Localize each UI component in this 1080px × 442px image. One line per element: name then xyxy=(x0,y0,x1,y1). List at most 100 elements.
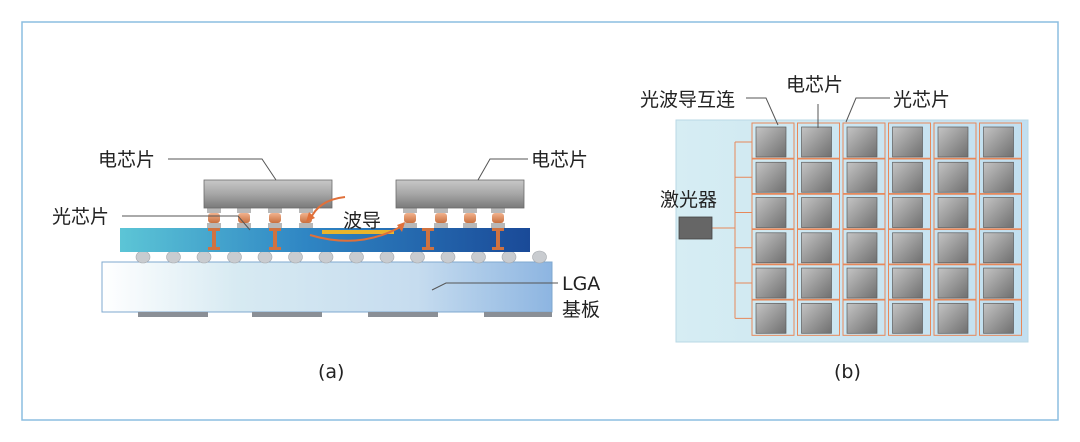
solder-ball xyxy=(471,250,486,264)
trace-loop xyxy=(979,263,1022,301)
chip-tile xyxy=(801,302,832,334)
chip-tile xyxy=(892,232,923,264)
trace-loop xyxy=(933,193,977,231)
bump-pad xyxy=(463,208,477,213)
via-stem xyxy=(426,231,430,248)
label-electrical-chip-left: 电芯片 xyxy=(98,149,155,171)
trace-loop xyxy=(751,298,795,336)
caption-a: (a) xyxy=(318,361,344,383)
chip-tile xyxy=(983,161,1014,193)
trace-loop xyxy=(842,263,886,301)
trace-loop xyxy=(842,193,886,231)
trace-loop xyxy=(751,263,795,301)
copper-vias xyxy=(208,228,504,250)
micro-bump xyxy=(492,213,504,223)
chip-tile xyxy=(755,232,787,264)
chip-tile xyxy=(937,267,969,299)
trace-loop xyxy=(751,157,795,195)
via-top xyxy=(492,228,504,231)
chip-tile xyxy=(892,267,923,299)
chip-tile xyxy=(846,302,878,334)
bump-pad xyxy=(434,208,448,213)
micro-bump xyxy=(435,213,447,223)
bump-pad xyxy=(463,223,477,228)
trace-loop xyxy=(933,263,977,301)
trace-loop xyxy=(888,193,931,231)
via-top xyxy=(208,228,220,231)
trace-loop xyxy=(751,228,795,266)
chip-tile xyxy=(801,267,832,299)
label-lga: LGA xyxy=(562,273,600,295)
chip-tile xyxy=(846,126,878,158)
micro-bump xyxy=(269,213,281,223)
bump-pad xyxy=(403,223,417,228)
bump-pad xyxy=(491,223,505,228)
chip-tile xyxy=(937,197,969,228)
bump-pad xyxy=(434,223,448,228)
leader-interconnect xyxy=(746,97,779,126)
chip-tile xyxy=(755,197,787,228)
solder-ball xyxy=(166,250,181,264)
chip-tile xyxy=(892,197,923,228)
bump-pad xyxy=(207,208,221,213)
chip-tile xyxy=(846,232,878,264)
trace-loop xyxy=(888,122,931,160)
via-stem xyxy=(273,231,277,248)
label-electrical-chip-right: 电芯片 xyxy=(531,149,588,171)
chip-tile xyxy=(755,126,787,158)
arrow-head-icon xyxy=(397,222,405,232)
electrical-chip-left xyxy=(203,179,333,209)
via-top xyxy=(422,228,434,231)
chip-tile xyxy=(937,302,969,334)
chip-tile xyxy=(983,126,1014,158)
trace-loop xyxy=(979,157,1022,195)
leader-optical-chip xyxy=(845,97,890,123)
trace-loop xyxy=(933,228,977,266)
trace-loop xyxy=(933,298,977,336)
chip-tile xyxy=(937,232,969,264)
trace-loop xyxy=(797,263,840,301)
chip-tile xyxy=(846,267,878,299)
bump-pad xyxy=(237,223,251,228)
chip-grid xyxy=(755,126,1014,334)
chip-tile xyxy=(801,126,832,158)
chip-tile xyxy=(937,161,969,193)
waveguide-strip xyxy=(322,230,394,234)
chip-tile xyxy=(755,302,787,334)
solder-ball xyxy=(227,250,242,264)
solder-ball xyxy=(288,250,303,264)
solder-ball xyxy=(349,250,364,264)
bump-pad xyxy=(403,208,417,213)
label-substrate: 基板 xyxy=(562,299,600,321)
chip-tile xyxy=(755,267,787,299)
trace-loop xyxy=(797,298,840,336)
via-bottom xyxy=(422,247,434,250)
solder-ball xyxy=(410,250,425,264)
chip-tile xyxy=(801,197,832,228)
trace-loop xyxy=(979,228,1022,266)
chip-tile xyxy=(983,232,1014,264)
light-path-arrow-down xyxy=(309,225,403,242)
chip-tile xyxy=(892,161,923,193)
leader-elec-left xyxy=(168,158,277,181)
bump-pad xyxy=(299,223,313,228)
micro-bump xyxy=(238,213,250,223)
bump-pad xyxy=(207,223,221,228)
micro-bump xyxy=(464,213,476,223)
leader-lga xyxy=(431,282,558,291)
chip-tile xyxy=(892,302,923,334)
bump-pad xyxy=(299,208,313,213)
trace-loop xyxy=(888,157,931,195)
label-electrical-chip: 电芯片 xyxy=(786,74,843,96)
trace-loop xyxy=(842,157,886,195)
micro-bump xyxy=(404,213,416,223)
waveguide-interconnect-traces xyxy=(712,122,1022,336)
micro-bump xyxy=(208,213,220,223)
trace-loop xyxy=(888,228,931,266)
trace-loop xyxy=(888,263,931,301)
solder-ball xyxy=(196,250,212,264)
via-bottom xyxy=(269,247,281,250)
via-top xyxy=(269,228,281,231)
leader-optical xyxy=(122,215,251,231)
panel-a: 电芯片 电芯片 光芯片 波导 LGA 基板 (a) xyxy=(52,149,600,383)
